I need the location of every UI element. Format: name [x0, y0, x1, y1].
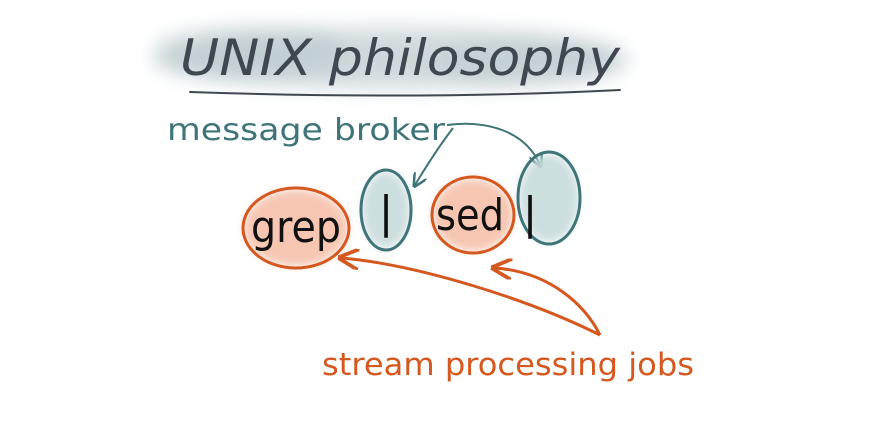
node-pipe-1: |: [359, 168, 413, 252]
jobs-arrow-to-grep: [342, 258, 601, 337]
pipe-2-node-outline: [516, 150, 582, 246]
sed-node-outline: [430, 175, 516, 255]
pipe-1-node-label: |: [379, 187, 394, 238]
node-pipe-2: |: [516, 150, 582, 246]
diagram-title: UNIX philosophy: [180, 29, 622, 87]
sed-node-label: sed: [436, 190, 504, 241]
pipe-2-node-label: |: [523, 188, 538, 239]
node-grep: grep: [241, 186, 351, 270]
message-broker-label: message broker: [167, 113, 446, 148]
pipe-1-node-outline: [359, 168, 413, 252]
grep-node-label: grep: [251, 202, 341, 253]
grep-node-outline: [241, 186, 351, 270]
broker-arrow-to-pipe-2: [446, 122, 540, 165]
stream-processing-jobs-label: stream processing jobs: [322, 347, 694, 383]
title-wash: [155, 28, 625, 88]
node-sed: sed: [430, 175, 516, 255]
broker-arrow-to-pipe-1: [415, 127, 454, 185]
jobs-arrow-to-sed: [495, 268, 602, 336]
title-underline: [189, 89, 621, 97]
